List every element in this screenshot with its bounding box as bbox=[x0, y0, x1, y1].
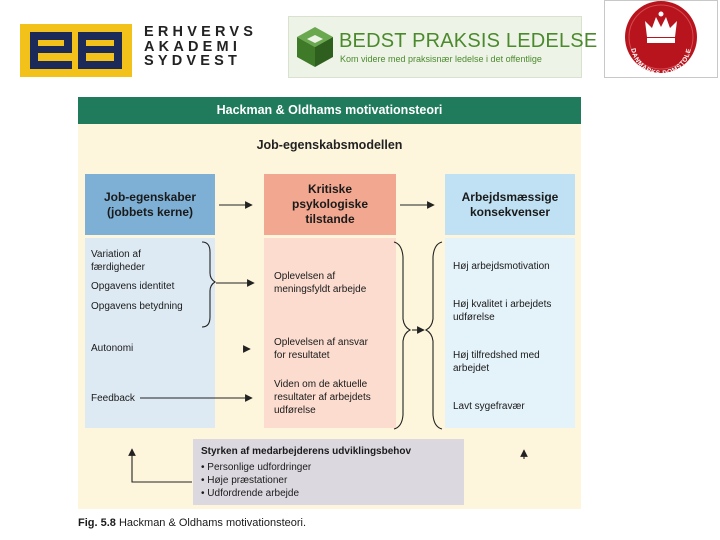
moderator-title: Styrken af medarbejderens udviklingsbeho… bbox=[201, 446, 412, 457]
job-characteristic-item: Variation af færdigheder bbox=[91, 248, 145, 274]
crown-seal-logo-icon: DANMARKS DOMSTOLE bbox=[625, 1, 697, 77]
diagram-connectors bbox=[128, 201, 528, 483]
brace-states-left bbox=[393, 241, 412, 430]
bullet: • bbox=[201, 475, 205, 486]
item-line: udførelse bbox=[274, 405, 316, 416]
column-head-line: tilstande bbox=[305, 212, 355, 226]
job-characteristics-panel: Variation af færdigheder Opgavens identi… bbox=[85, 238, 215, 428]
moderator-box: Styrken af medarbejderens udviklingsbeho… bbox=[193, 439, 464, 505]
caption-label: Fig. 5.8 bbox=[78, 517, 116, 529]
job-characteristic-item: Opgavens identitet bbox=[91, 280, 174, 293]
moderator-item: • Personlige udfordringer bbox=[201, 462, 311, 473]
ea-logo bbox=[20, 24, 132, 77]
outcome-item: Høj kvalitet i arbejdets udførelse bbox=[453, 298, 551, 324]
item-line: Feedback bbox=[91, 393, 135, 404]
outcome-item: Høj tilfredshed med arbejdet bbox=[453, 349, 540, 375]
psychological-state-item: Viden om de aktuelle resultater af arbej… bbox=[274, 378, 371, 417]
moderator-item: • Høje præstationer bbox=[201, 475, 287, 486]
motivation-diagram: Hackman & Oldhams motivationsteori Job-e… bbox=[78, 97, 581, 509]
bullet: • bbox=[201, 488, 205, 499]
column-head-line: psykologiske bbox=[291, 197, 369, 211]
psychological-states-panel: Oplevelsen af meningsfyldt arbejde Oplev… bbox=[264, 238, 396, 428]
ea-mark-icon bbox=[30, 32, 122, 69]
item-line: Autonomi bbox=[91, 343, 134, 354]
diagram-subtitle: Job-egenskabsmodellen bbox=[256, 138, 403, 152]
ea-line-1: ERHVERVS bbox=[144, 24, 258, 40]
item-line: Variation af bbox=[91, 249, 141, 260]
diagram-header: Hackman & Oldhams motivationsteori bbox=[78, 97, 581, 124]
item-line: Høj kvalitet i arbejdets bbox=[453, 299, 552, 310]
moderator-item-text: Personlige udfordringer bbox=[207, 462, 312, 473]
moderator-item-text: Udfordrende arbejde bbox=[207, 488, 300, 499]
column-head-job-characteristics: Job-egenskaber (jobbets kerne) bbox=[85, 174, 215, 235]
psychological-state-item: Oplevelsen af ansvar for resultatet bbox=[274, 336, 368, 362]
item-line: Oplevelsen af bbox=[274, 271, 336, 282]
arrow-moderator-left bbox=[128, 448, 192, 483]
column-head-line: Arbejdsmæssige bbox=[461, 189, 559, 204]
column-head-line: (jobbets kerne) bbox=[106, 204, 193, 219]
bpl-subtitle: Kom videre med praksisnær ledelse i det … bbox=[340, 54, 542, 64]
caption-text: Hackman & Oldhams motivationsteori. bbox=[118, 517, 307, 529]
item-line: Høj tilfredshed med bbox=[453, 350, 540, 361]
job-characteristic-item: Feedback bbox=[91, 392, 135, 405]
brace-characteristics bbox=[201, 241, 217, 328]
outcomes-panel: Høj arbejdsmotivation Høj kvalitet i arb… bbox=[445, 238, 575, 428]
column-head-line: konsekvenser bbox=[469, 204, 551, 219]
item-line: Oplevelsen af ansvar bbox=[274, 337, 368, 348]
column-head-line: Kritiske bbox=[307, 182, 353, 196]
item-line: meningsfyldt arbejde bbox=[274, 284, 367, 295]
moderator-item-text: Høje præstationer bbox=[207, 475, 288, 486]
column-head-outcomes: Arbejdsmæssige konsekvenser bbox=[445, 174, 575, 235]
job-characteristic-item: Opgavens betydning bbox=[91, 300, 183, 313]
item-line: Lavt sygefravær bbox=[453, 401, 525, 412]
item-line: Opgavens betydning bbox=[91, 301, 183, 312]
outcome-item: Lavt sygefravær bbox=[453, 400, 525, 413]
job-characteristic-item: Autonomi bbox=[91, 342, 133, 355]
ea-wordmark: ERHVERVS AKADEMI SYDVEST bbox=[144, 25, 257, 69]
item-line: Høj arbejdsmotivation bbox=[453, 261, 550, 272]
ea-line-3: SYDVEST bbox=[144, 53, 242, 69]
moderator-item: • Udfordrende arbejde bbox=[201, 488, 299, 499]
bpl-title: BEDST PRAKSIS LEDELSE bbox=[339, 30, 598, 52]
item-line: Opgavens identitet bbox=[91, 281, 175, 292]
column-head-line: Job-egenskaber bbox=[103, 189, 197, 204]
bullet: • bbox=[201, 462, 205, 473]
item-line: for resultatet bbox=[274, 350, 330, 361]
item-line: Viden om de aktuelle bbox=[274, 379, 368, 390]
psychological-state-item: Oplevelsen af meningsfyldt arbejde bbox=[274, 270, 366, 296]
bedst-praksis-logo: BEDST PRAKSIS LEDELSE Kom videre med pra… bbox=[288, 16, 597, 78]
column-head-psychological-states: Kritiske psykologiske tilstande bbox=[264, 174, 396, 235]
item-line: færdigheder bbox=[91, 262, 145, 273]
item-line: arbejdet bbox=[453, 363, 490, 374]
green-cube-logo-icon bbox=[297, 27, 333, 67]
brace-states-right bbox=[424, 241, 443, 430]
item-line: resultater af arbejdets bbox=[274, 392, 371, 403]
outcome-item: Høj arbejdsmotivation bbox=[453, 260, 550, 273]
ea-line-2: AKADEMI bbox=[144, 38, 242, 55]
figure-caption: Fig. 5.8 Hackman & Oldhams motivationste… bbox=[78, 517, 306, 529]
danmarks-domstole-logo: DANMARKS DOMSTOLE bbox=[604, 0, 718, 78]
item-line: udførelse bbox=[453, 312, 495, 323]
